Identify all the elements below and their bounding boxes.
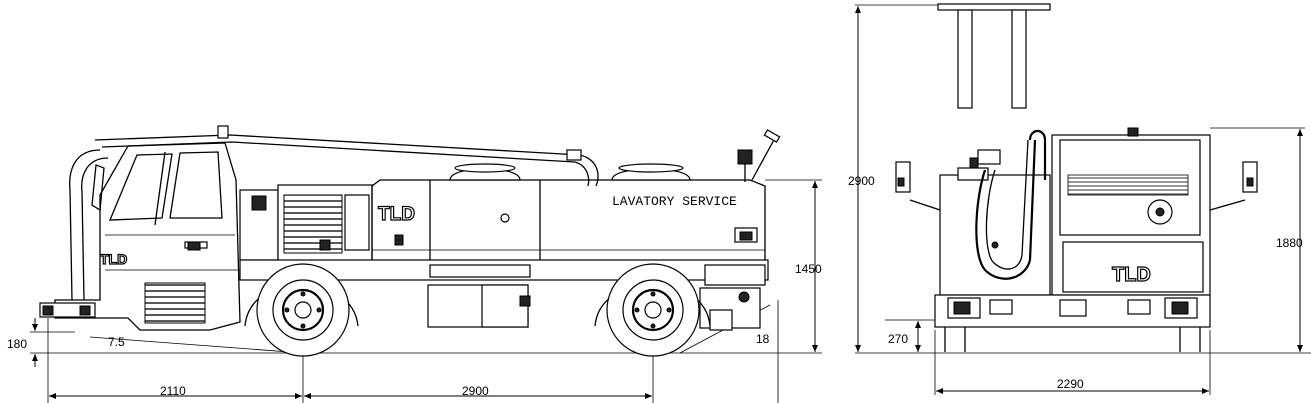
body-logo: TLD	[378, 204, 415, 225]
rear-wheel	[594, 263, 711, 357]
dim-front-overhang: 2110	[160, 384, 186, 398]
rear-logo: TLD	[1112, 264, 1151, 286]
dim-departure-angle: 18	[756, 332, 770, 346]
rear-boom-posts	[937, 3, 1051, 109]
side-view: TLD TLD LAVATORY	[7, 125, 822, 403]
tank-body: TLD LAVATORY SERVICE	[371, 129, 781, 263]
dim-ground-clearance: 180	[7, 337, 27, 351]
rear-body: TLD	[895, 127, 1258, 296]
dim-approach-angle: 7.5	[108, 335, 125, 349]
dim-bumper-height: 270	[888, 332, 908, 346]
dim-body-height-rear: 1880	[1276, 236, 1303, 250]
front-wheel	[244, 263, 359, 357]
dim-wheelbase: 2900	[462, 384, 489, 398]
rear-dimensions: 2900 1880 270 2290	[848, 6, 1303, 394]
cab-logo: TLD	[100, 251, 127, 267]
tank-label: LAVATORY SERVICE	[612, 194, 737, 209]
rear-view: TLD	[848, 3, 1311, 395]
dim-overall-height: 2900	[848, 174, 875, 188]
hose-boom	[69, 125, 599, 301]
dim-body-height: 1450	[795, 262, 822, 276]
rear-bumper	[934, 294, 1211, 352]
cab: TLD	[39, 142, 241, 331]
cab-grille	[144, 282, 206, 324]
dim-overall-width: 2290	[1057, 377, 1084, 391]
chassis	[239, 259, 769, 331]
side-dimensions: 180 7.5 2110 2900 1450 18	[7, 181, 822, 399]
equipment-box	[239, 184, 373, 263]
